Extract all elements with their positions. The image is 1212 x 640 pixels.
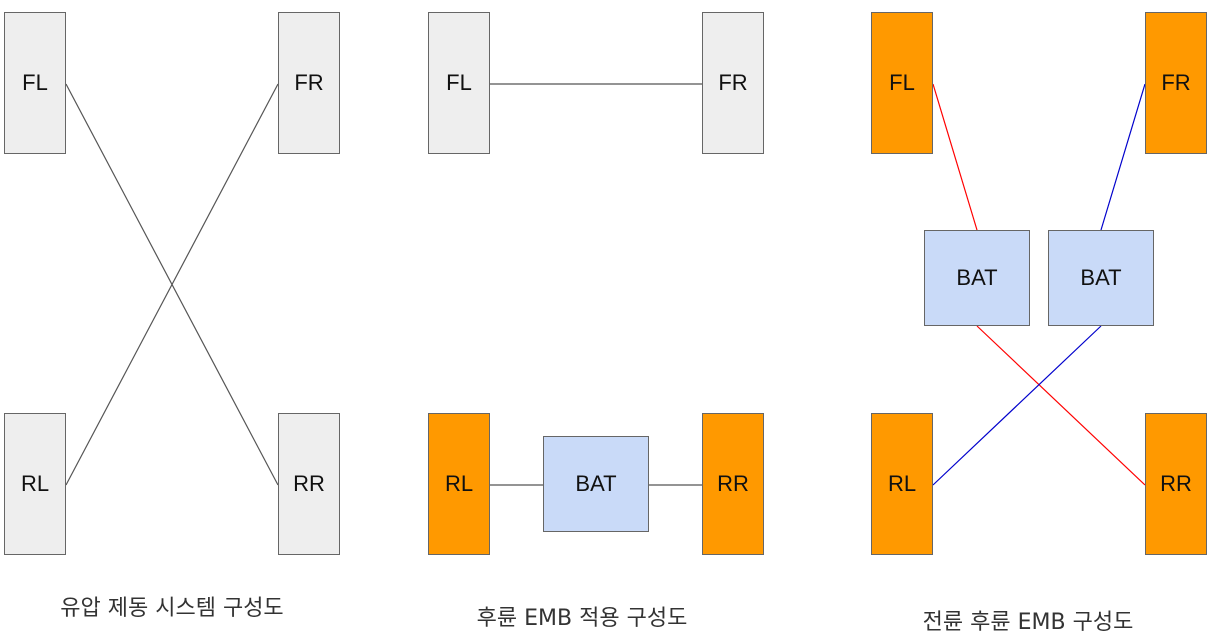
d3-battery-left-label: BAT (956, 265, 998, 290)
d2-wheel-rr: RR (702, 413, 764, 555)
d2-fl-label: FL (446, 70, 472, 95)
line-fl-bat1 (932, 83, 978, 231)
d1-rl-label: RL (20, 471, 50, 496)
d2-wheel-rl: RL (428, 413, 490, 555)
d3-wheel-rl: RL (871, 413, 933, 555)
d3-caption: 전륜 후륜 EMB 구성도 (922, 610, 1134, 635)
d2-rl-label: RL (444, 471, 474, 496)
d3-battery-right-label: BAT (1080, 265, 1122, 290)
d2-fr-label: FR (718, 70, 748, 95)
line-fr-rl (65, 83, 279, 486)
line-bat1-rr (976, 325, 1146, 486)
d1-wheel-rr: RR (278, 413, 340, 555)
d2-battery-label: BAT (575, 471, 617, 496)
d3-wheel-fl: FL (871, 12, 933, 154)
d1-fr-label: FR (294, 70, 324, 95)
d3-battery-left: BAT (924, 230, 1030, 326)
d3-battery-right: BAT (1048, 230, 1154, 326)
d3-fl-label: FL (889, 70, 915, 95)
d1-wheel-fr: FR (278, 12, 340, 154)
d2-caption: 후륜 EMB 적용 구성도 (476, 606, 688, 631)
d3-rl-label: RL (887, 471, 917, 496)
d2-wheel-fr: FR (702, 12, 764, 154)
d3-rr-label: RR (1160, 471, 1192, 496)
d3-fr-label: FR (1161, 70, 1191, 95)
d3-wheel-rr: RR (1145, 413, 1207, 555)
d2-battery: BAT (543, 436, 649, 532)
line-fr-bat2 (1100, 83, 1146, 231)
d3-wheel-fr: FR (1145, 12, 1207, 154)
line-bat2-rl (932, 325, 1102, 486)
d1-wheel-fl: FL (4, 12, 66, 154)
d1-rr-label: RR (293, 471, 325, 496)
d1-wheel-rl: RL (4, 413, 66, 555)
d1-caption: 유압 제동 시스템 구성도 (60, 596, 284, 621)
d2-wheel-fl: FL (428, 12, 490, 154)
d1-fl-label: FL (22, 70, 48, 95)
d2-rr-label: RR (717, 471, 749, 496)
